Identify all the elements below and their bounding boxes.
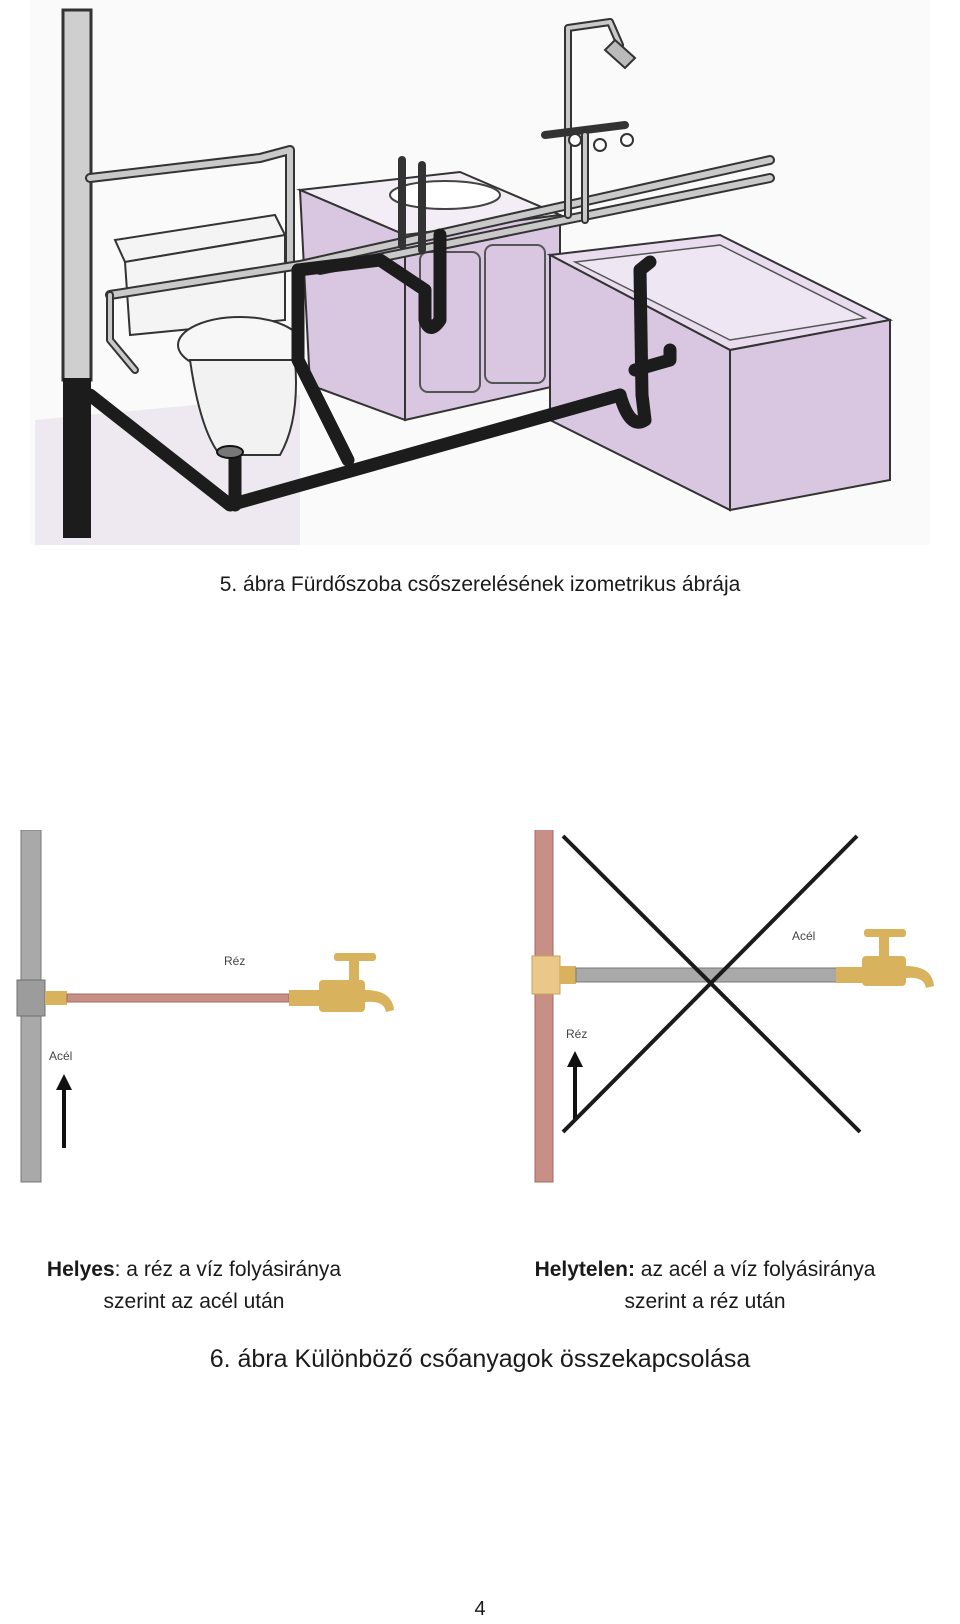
incorrect-caption-line2: szerint a réz után [624, 1290, 786, 1313]
correct-caption: Helyes: a réz a víz folyásiránya szerint… [14, 1254, 374, 1318]
copper-label: Réz [566, 1027, 587, 1041]
incorrect-connection-diagram: Acél Réz [531, 830, 934, 1183]
tap-handle-icon [568, 133, 582, 147]
correct-caption-line1: : a réz a víz folyásiránya [114, 1258, 342, 1281]
incorrect-caption-line1: az acél a víz folyásiránya [634, 1258, 876, 1281]
copper-horizontal-pipe [66, 993, 290, 1003]
steel-tee-fitting [16, 979, 46, 1017]
brass-adapter [560, 966, 576, 984]
bathroom-plumbing-illustration [30, 0, 930, 545]
tap-handle-icon [620, 133, 634, 147]
vent-stack [61, 8, 93, 382]
figure6-caption: 6. ábra Különböző csőanyagok összekapcso… [209, 1345, 751, 1373]
faucet-icon [289, 953, 394, 1012]
steel-label: Acél [49, 1049, 72, 1063]
copper-label: Réz [224, 954, 245, 968]
correct-caption-bold: Helyes [46, 1258, 115, 1281]
flow-direction-arrow-icon [567, 1051, 583, 1120]
incorrect-caption: Helytelen: az acél a víz folyásiránya sz… [505, 1254, 905, 1318]
correct-caption-line2: szerint az acél után [103, 1290, 285, 1313]
floor-drain-icon [216, 445, 244, 459]
incorrect-caption-bold: Helytelen: [534, 1258, 635, 1281]
copper-vertical-pipe [534, 830, 554, 1183]
faucet-icon [836, 929, 934, 988]
steel-label: Acél [792, 929, 815, 943]
tap-handle-icon [593, 138, 607, 152]
brass-adapter [45, 991, 67, 1005]
flow-direction-arrow-icon [56, 1074, 72, 1148]
correct-connection-diagram: Réz Acél [16, 830, 394, 1183]
cross-out-icon [561, 834, 862, 1134]
shower-head-icon [603, 38, 637, 70]
page-number: 4 [474, 1598, 486, 1620]
soil-stack [63, 378, 91, 538]
drain-waste-pipes [83, 228, 677, 512]
brass-tee-fitting [531, 955, 561, 995]
figure5-caption: 5. ábra Fürdőszoba csőszerelésének izome… [219, 573, 741, 596]
